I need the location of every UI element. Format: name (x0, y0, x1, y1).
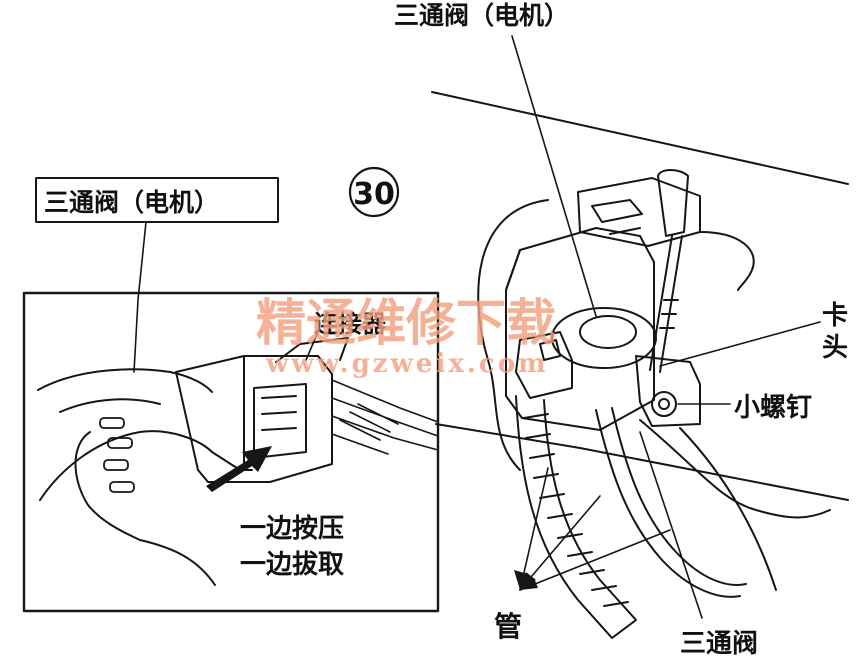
panel-lower-line (435, 423, 849, 501)
clip-leader (659, 321, 821, 367)
inset-valve-label: 三通阀（电机） (44, 188, 219, 217)
screw-label: 小螺钉 (734, 393, 812, 423)
step-number: 30 (353, 177, 395, 212)
watermark-title: 精通维修下载 (256, 293, 556, 352)
watermark-url: www.gzweix.com (265, 349, 549, 379)
connector-leader-line (305, 331, 319, 361)
tube-leader-3 (519, 529, 671, 591)
panel-edge-line (431, 91, 849, 185)
tool-handle (657, 169, 689, 237)
cable-right (699, 231, 755, 291)
valve-assembly-illustration (431, 91, 849, 639)
step-number-circle (348, 166, 400, 218)
screw-icon (651, 391, 677, 417)
valve-body (505, 227, 655, 431)
top-valve-label: 三通阀（电机） (394, 1, 569, 30)
connector-body (175, 337, 349, 483)
tube-leader-2 (519, 495, 601, 591)
clip-label-line2: 头 (822, 333, 848, 363)
tube-leader-arrowheads (514, 570, 538, 590)
leader-lines (511, 35, 821, 619)
tube-clip (515, 331, 573, 399)
connector-wires (331, 379, 439, 455)
tool-shaft (649, 235, 683, 373)
tube-right (639, 419, 831, 519)
clip-bracket (635, 355, 701, 427)
press-label-line1: 一边按压 (240, 513, 344, 544)
finger-marks (99, 417, 135, 493)
hand-outline (37, 368, 253, 586)
top-valve-leader (511, 35, 597, 317)
clip-label-line1: 卡 (822, 301, 848, 331)
inset-valve-label-box (35, 177, 279, 223)
inset-illustration (22, 177, 440, 613)
tube-middle (595, 409, 741, 598)
cable-left (477, 199, 549, 471)
press-label-line2: 一边拔取 (240, 550, 344, 580)
tube-leader-1 (519, 467, 549, 591)
tube-left (515, 395, 637, 639)
inset-frame (22, 291, 440, 613)
bottom-valve-leader (639, 431, 703, 619)
connector-label: 连接器 (314, 310, 387, 338)
tube-bottom-right (679, 427, 777, 591)
press-arrow-icon (206, 446, 272, 492)
bottom-valve-label: 三通阀 (680, 629, 758, 659)
inset-valve-leader-line (133, 221, 147, 373)
tube-label: 管 (494, 610, 522, 643)
